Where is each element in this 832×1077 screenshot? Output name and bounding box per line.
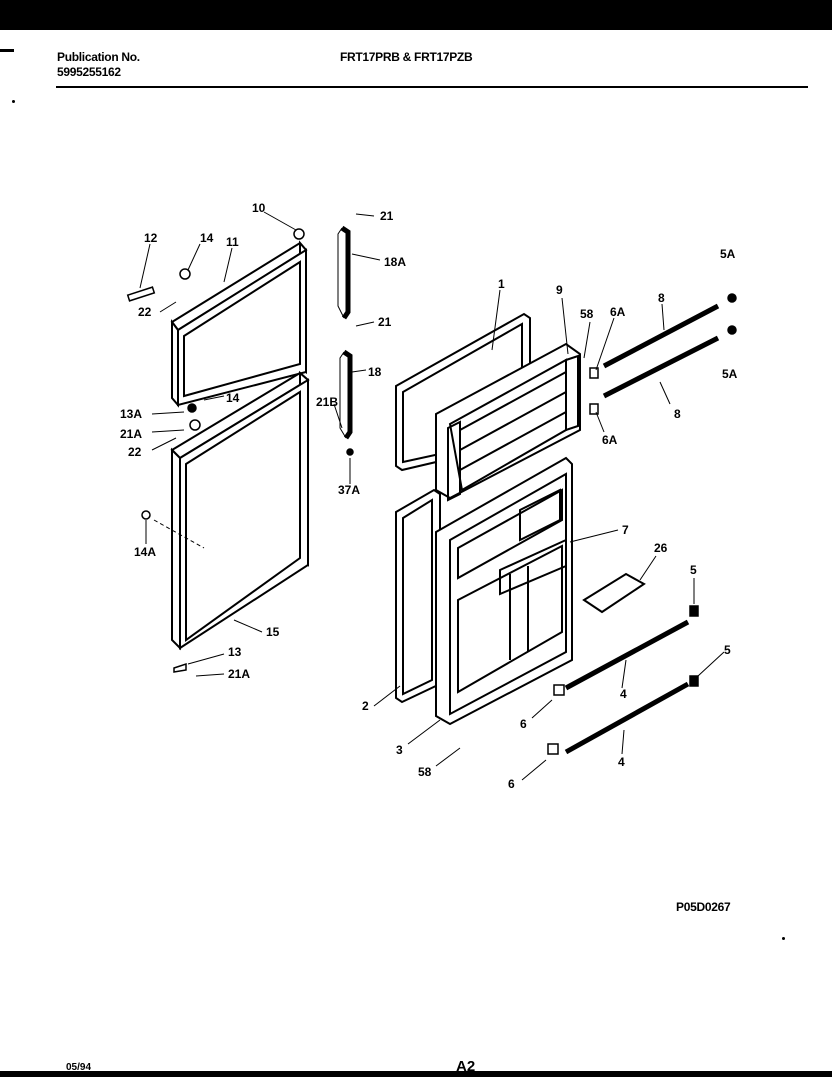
- callout-label: 6A: [610, 305, 626, 319]
- callout-label: 8: [658, 291, 665, 305]
- callout-label: 6: [520, 717, 527, 731]
- callout-label: 18: [368, 365, 382, 379]
- callout-label: 6A: [602, 433, 618, 447]
- upper-shelf-bar: [602, 303, 720, 399]
- callout-label: 21A: [228, 667, 250, 681]
- figure-code: P05D0267: [676, 900, 731, 914]
- callout-label: 12: [144, 231, 158, 245]
- callout-label: 13A: [120, 407, 142, 421]
- callout-label: 8: [674, 407, 681, 421]
- callout-label: 3: [396, 743, 403, 757]
- publication-label: Publication No.: [57, 50, 140, 64]
- callout-label: 5: [724, 643, 731, 657]
- lower-handle: [339, 349, 353, 440]
- header-rule: [56, 86, 808, 88]
- callout-label: 4: [618, 755, 625, 769]
- callout-label: 21B: [316, 395, 338, 409]
- callout-label: 5A: [722, 367, 738, 381]
- callout-label: 21: [380, 209, 394, 223]
- callout-label: 18A: [384, 255, 406, 269]
- callout-label: 9: [556, 283, 563, 297]
- callout-label: 14A: [134, 545, 156, 559]
- callout-label: 2: [362, 699, 369, 713]
- callout-label: 6: [508, 777, 515, 791]
- callout-label: 7: [622, 523, 629, 537]
- fresh-food-door-liner: [435, 456, 573, 726]
- callout-label: 4: [620, 687, 627, 701]
- upper-handle: [337, 225, 351, 320]
- callout-label: 15: [266, 625, 280, 639]
- callout-label: 14: [200, 231, 214, 245]
- callout-label: 22: [128, 445, 142, 459]
- callout-label: 5: [690, 563, 697, 577]
- callout-label: 37A: [338, 483, 360, 497]
- registration-dot: [12, 100, 15, 103]
- footer-page: A2: [456, 1058, 476, 1075]
- callout-label: 26: [654, 541, 668, 555]
- callout-label: 13: [228, 645, 242, 659]
- footer-date: 05/94: [66, 1062, 92, 1073]
- callout-label: 10: [252, 201, 266, 215]
- freezer-door-panel: [170, 240, 308, 408]
- callout-label: 11: [226, 235, 239, 249]
- top-border-bar: [0, 0, 832, 30]
- callout-label: 21A: [120, 427, 142, 441]
- callout-label: 5A: [720, 247, 736, 261]
- callout-label: 21: [378, 315, 392, 329]
- publication-number: 5995255162: [57, 65, 121, 79]
- freezer-door-liner: [435, 342, 581, 502]
- model-title: FRT17PRB & FRT17PZB: [340, 50, 473, 64]
- callout-label: 14: [226, 391, 240, 405]
- egg-tray: [582, 572, 646, 614]
- fresh-food-door-panel: [170, 370, 310, 651]
- bottom-border-bar: [0, 1071, 832, 1077]
- callout-label: 58: [418, 765, 432, 779]
- fresh-food-gasket: [395, 488, 441, 704]
- lower-shelf-bar: [564, 619, 690, 755]
- registration-dot: [782, 937, 785, 940]
- registration-mark: [0, 49, 14, 52]
- callout-label: 58: [580, 307, 594, 321]
- callout-label: 1: [498, 277, 505, 291]
- callout-label: 22: [138, 305, 152, 319]
